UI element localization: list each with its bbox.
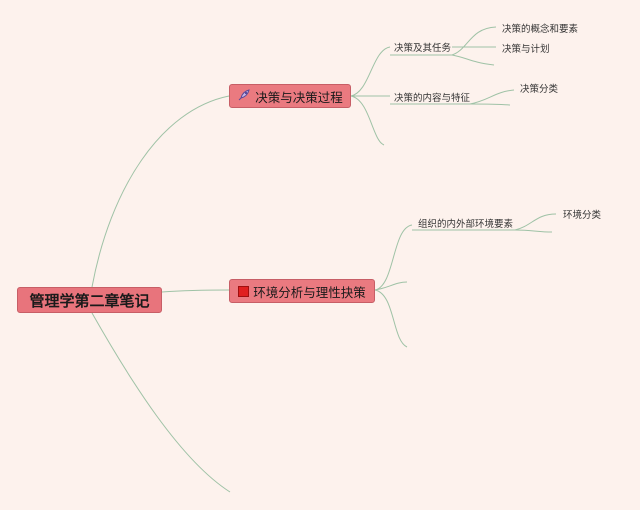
connector-env-down [514, 229, 553, 233]
leaf-decision-concept[interactable]: 决策的概念和要素 [502, 24, 579, 35]
connector-env-up [514, 213, 557, 231]
branch-node-environment[interactable]: 环境分析与理性抉策 [229, 279, 375, 303]
leaf-decision-classification[interactable]: 决策分类 [520, 84, 559, 95]
leaf-environment-classification[interactable]: 环境分类 [563, 210, 602, 221]
connector-root-branch1 [91, 95, 230, 288]
red-flag-icon [238, 285, 250, 297]
connector-branch2-mid [374, 281, 408, 291]
connector-branch2-up [374, 224, 413, 291]
branch-label: 环境分析与理性抉策 [253, 284, 366, 300]
subnode-environment-factors[interactable]: 组织的内外部环境要素 [418, 219, 514, 230]
connector-task-up [451, 26, 497, 56]
connector-branch1-up [350, 46, 391, 97]
connector-root-tail [91, 312, 231, 493]
connector-content-down [469, 103, 511, 106]
branch-label: 决策与决策过程 [255, 89, 343, 105]
branch-node-decision[interactable]: 决策与决策过程 [229, 84, 351, 108]
connector-root-branch2 [161, 289, 230, 293]
connector-branch1-down [350, 95, 385, 146]
connector-branch2-down [374, 289, 408, 348]
subnode-decision-tasks[interactable]: 决策及其任务 [394, 43, 452, 54]
connector-task-down [451, 54, 495, 66]
subnode-decision-content[interactable]: 决策的内容与特征 [394, 93, 471, 104]
root-node[interactable]: 管理学第二章笔记 [17, 287, 162, 313]
connector-content-up [469, 89, 515, 105]
root-label: 管理学第二章笔记 [29, 291, 150, 310]
leaf-decision-plan[interactable]: 决策与计划 [502, 44, 550, 55]
rocket-icon [237, 88, 251, 105]
